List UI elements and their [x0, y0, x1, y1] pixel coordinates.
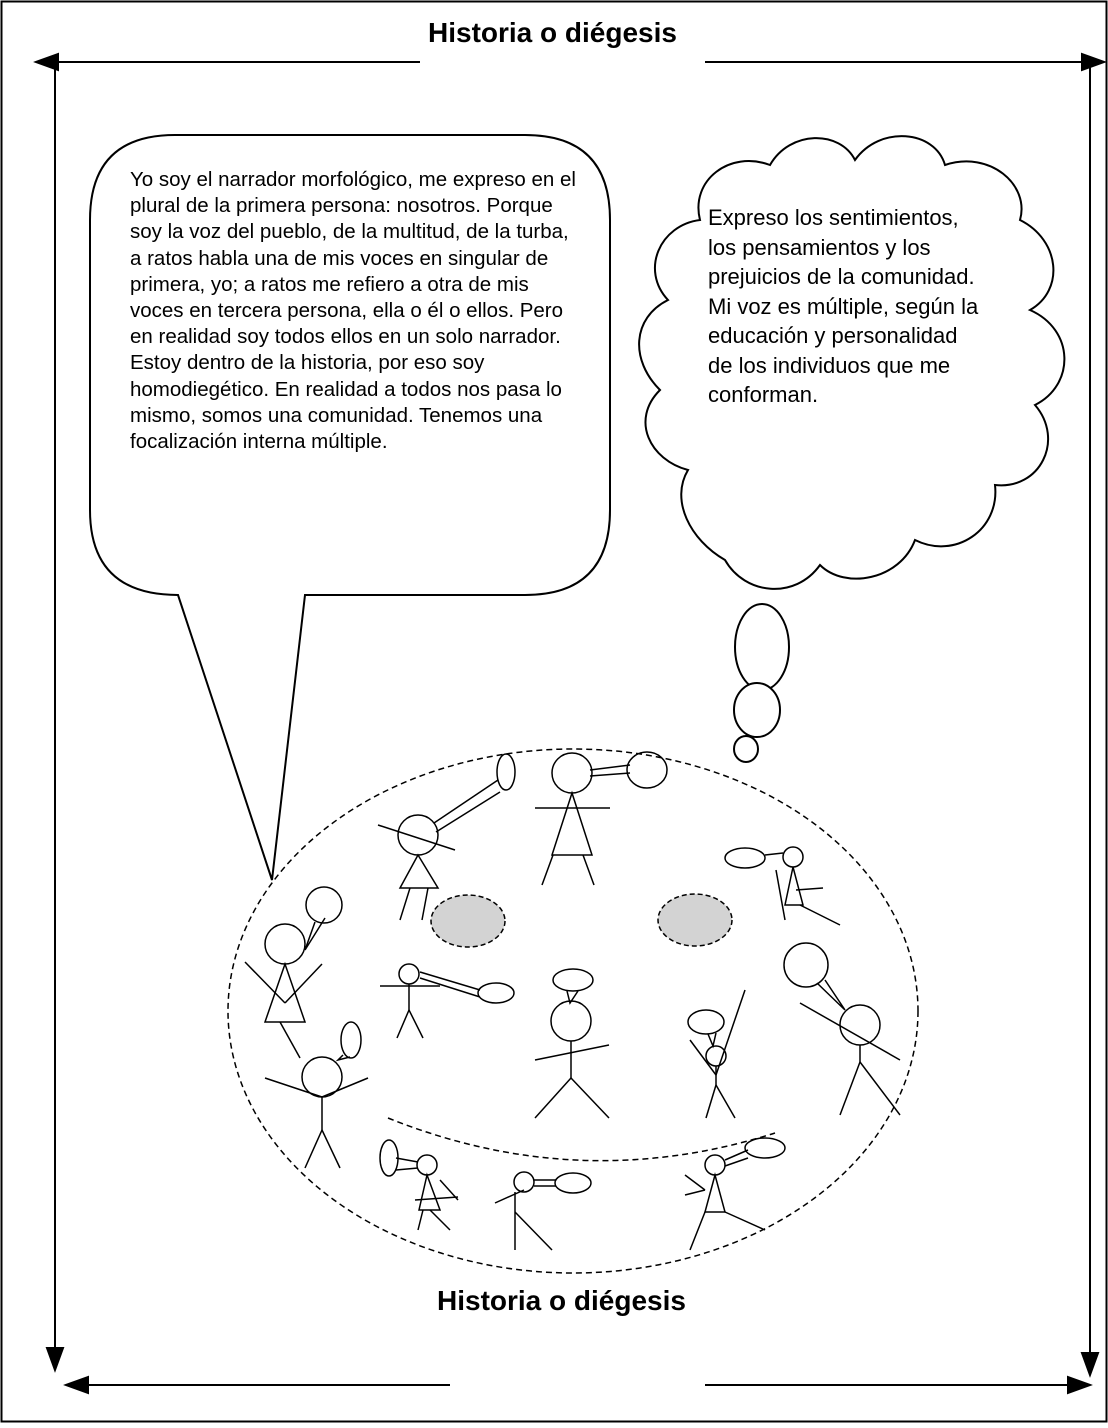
thought-bubble-small [733, 735, 759, 763]
right-eye [657, 893, 733, 947]
stick-figure [724, 846, 841, 926]
right-vertical-arrow [1080, 62, 1100, 1378]
stick-figure [535, 751, 668, 886]
stick-figure [244, 886, 343, 1059]
top-arrow [33, 52, 1107, 72]
left-eye [430, 894, 506, 948]
stick-figure [380, 963, 515, 1039]
thought-bubble-medium [733, 682, 781, 738]
stick-figures [244, 751, 901, 1251]
left-vertical-arrow [45, 62, 65, 1373]
stick-figure [377, 753, 516, 921]
speech-bubble [89, 134, 611, 881]
stick-figure [379, 1139, 459, 1231]
thought-cloud [638, 135, 1066, 763]
stick-figure [494, 1171, 592, 1251]
stick-figure [783, 942, 901, 1116]
diagram-title-bottom: Historia o diégesis [437, 1285, 686, 1316]
stick-figure [534, 968, 610, 1119]
diagram-title-top: Historia o diégesis [428, 17, 677, 48]
thought-bubble-large [734, 603, 790, 691]
stick-figure [684, 1137, 786, 1251]
speech-bubble-text: Yo soy el narrador morfológico, me expre… [130, 168, 576, 454]
bottom-arrow [63, 1375, 1093, 1395]
community-ellipse [227, 748, 919, 1274]
stick-figure [264, 1021, 369, 1169]
thought-bubble-text: Expreso los sentimientos, los pensamient… [708, 205, 979, 407]
smile-arc [387, 1117, 776, 1162]
stick-figure [687, 989, 746, 1119]
